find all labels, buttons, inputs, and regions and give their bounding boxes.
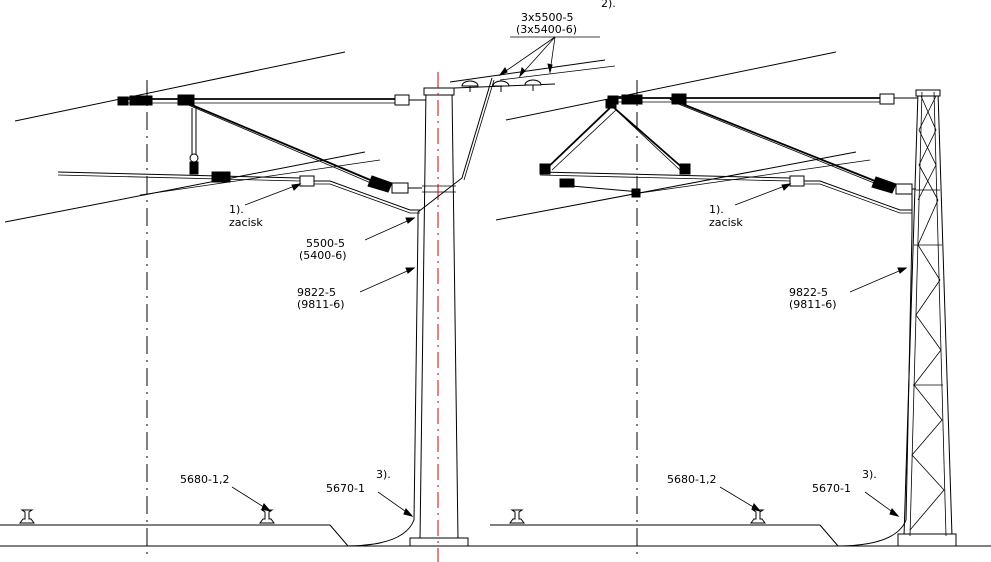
left-rail-label: 5680-1,2 [180,473,229,486]
left-callout-3-label: 3). [376,468,391,481]
right-rail-label: 5680-1,2 [667,473,716,486]
left-part-alt-label: (5400-6) [299,249,347,262]
left-diagonal-brace [179,99,422,194]
left-earth-conductor [344,77,495,547]
right-earth-conductor [835,194,913,547]
left-catenary-wire [14,51,346,122]
left-part-label: 5500-5 [306,237,345,250]
right-assembly: 1). zacisk 9822-5 (9811-6) 5680-1,2 3). … [490,51,991,560]
insulators-alt-label: (3x5400-6) [516,23,577,36]
left-dropper [189,106,199,175]
left-clamp-number: 1). [229,203,244,216]
left-leaders [231,36,600,517]
left-wire-alt-label: (9811-6) [297,298,345,311]
left-feeder-insulators [449,59,616,92]
left-registration-arm [57,171,420,214]
left-ground-label: 5670-1 [326,482,365,495]
right-rail-1 [509,509,525,524]
right-wire-label: 9822-5 [789,286,828,299]
left-top-tube [117,94,426,106]
left-clamp-label: zacisk [229,216,263,229]
left-contact-wire [4,151,381,223]
left-concrete-pole [409,87,469,547]
callout-2-label: 2). [601,0,616,10]
left-assembly: 2). 3x5500-5 (3x5400-6) 1). zacisk 5500-… [0,0,616,562]
left-wire-label: 9822-5 [297,286,336,299]
right-diagonal-brace [669,98,916,195]
right-top-tube [607,93,918,105]
right-wire-alt-label: (9811-6) [789,298,837,311]
right-ground-label: 5670-1 [812,482,851,495]
right-clamp-number: 1). [709,203,724,216]
right-callout-3-label: 3). [862,468,877,481]
right-rail-2 [750,509,766,524]
right-catenary-wire [505,51,837,121]
left-rail-2 [259,509,275,524]
right-leaders [719,183,908,517]
insulators-label: 3x5500-5 [521,11,573,24]
left-rail-1 [19,509,35,524]
right-contact-wire [495,151,871,221]
right-clamp-label: zacisk [709,216,743,229]
right-registration-arm [539,171,912,214]
right-v-hanger [539,99,691,175]
